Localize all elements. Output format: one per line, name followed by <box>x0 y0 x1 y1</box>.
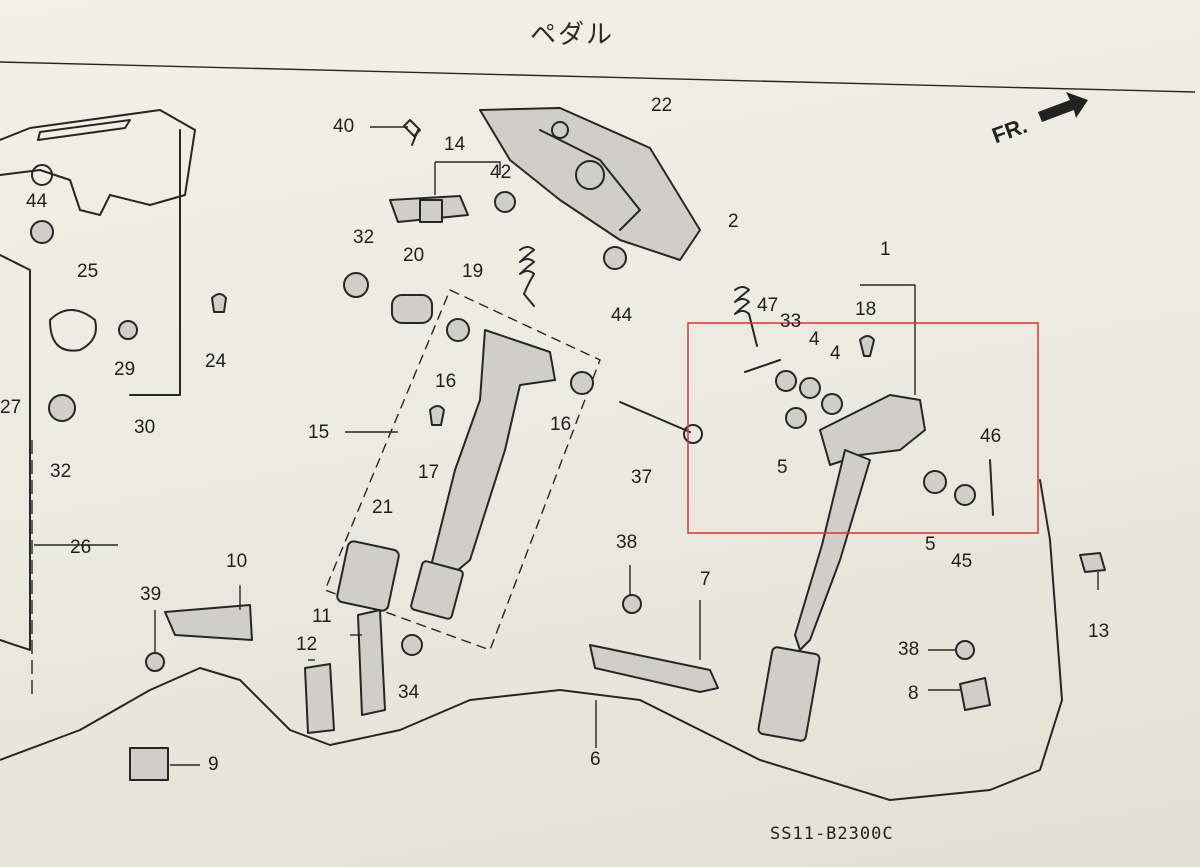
callout-16a: 16 <box>435 371 457 392</box>
bracket-left <box>0 109 196 396</box>
callout-26: 26 <box>70 537 92 558</box>
callout-44a: 44 <box>26 191 48 212</box>
nut-44 <box>603 246 627 270</box>
callout-10: 10 <box>226 551 248 572</box>
callout-39: 39 <box>140 584 162 605</box>
callout-2: 2 <box>728 211 739 232</box>
clip-9 <box>129 747 169 781</box>
bushing-20 <box>391 294 433 324</box>
pin-47 <box>744 359 781 373</box>
callout-20: 20 <box>403 245 425 266</box>
bracket-12 <box>304 663 335 734</box>
bolt-38-upper <box>622 594 642 614</box>
pedal-pad-21 <box>336 540 400 612</box>
callout-33: 33 <box>780 311 802 332</box>
callout-11: 11 <box>312 606 332 627</box>
callout-17: 17 <box>418 462 440 483</box>
clip-13 <box>1079 552 1106 573</box>
bracket-11 <box>357 609 386 716</box>
callout-32a: 32 <box>50 461 72 482</box>
page-title: ペダル <box>530 19 615 49</box>
spring-2 <box>734 286 758 347</box>
callout-12: 12 <box>296 634 318 655</box>
brake-pedal-arm <box>410 318 594 620</box>
callout-6: 6 <box>590 749 601 770</box>
callout-4a: 4 <box>809 329 820 350</box>
pedal-group-outline <box>324 289 601 651</box>
callout-45: 45 <box>951 551 973 572</box>
upper-pedal-bracket <box>479 107 701 261</box>
callout-30: 30 <box>134 417 156 438</box>
callout-47: 47 <box>757 295 779 316</box>
nut-32 <box>343 272 369 298</box>
callout-25: 25 <box>77 261 99 282</box>
callout-44b: 44 <box>611 305 633 326</box>
callout-4b: 4 <box>830 343 841 364</box>
callout-1: 1 <box>880 239 891 260</box>
callout-32b: 32 <box>353 227 375 248</box>
bushing-5-right <box>923 470 947 494</box>
diagram-code: SS11-B2300C <box>770 824 894 844</box>
throttle-cable-6 <box>0 479 1063 801</box>
callout-22: 22 <box>651 95 673 116</box>
callout-5a: 5 <box>777 457 788 478</box>
callout-38b: 38 <box>898 639 920 660</box>
callout-14: 14 <box>444 134 466 155</box>
bolt-39 <box>145 652 165 672</box>
callout-13: 13 <box>1088 621 1110 642</box>
callout-29: 29 <box>114 359 136 380</box>
left-small-parts <box>0 220 227 700</box>
callout-9: 9 <box>208 754 219 775</box>
callout-5b: 5 <box>925 534 936 555</box>
washer-45 <box>954 484 976 506</box>
pedal-switch <box>389 119 516 223</box>
callout-27: 27 <box>0 397 22 418</box>
callout-34: 34 <box>398 682 420 703</box>
callout-19: 19 <box>462 261 484 282</box>
callout-24: 24 <box>205 351 227 372</box>
bolt-37 <box>619 401 691 433</box>
cable-bracket-7 <box>589 644 719 693</box>
callout-8: 8 <box>908 683 919 704</box>
front-direction-arrow-icon <box>1038 92 1088 122</box>
leader-lines <box>34 126 1099 766</box>
highlight-box <box>687 322 1039 534</box>
return-spring-19 <box>519 246 535 307</box>
accelerator-pedal-assembly <box>757 335 926 742</box>
callout-18: 18 <box>855 299 877 320</box>
clip-8 <box>959 677 991 711</box>
pin-46 <box>989 459 994 516</box>
callout-40: 40 <box>333 116 355 137</box>
callout-38a: 38 <box>616 532 638 553</box>
callout-16b: 16 <box>550 414 572 435</box>
clip-34 <box>401 634 423 656</box>
sheet-border-top <box>0 61 1196 93</box>
callout-37: 37 <box>631 467 653 488</box>
callout-21: 21 <box>372 497 394 518</box>
callout-46: 46 <box>980 426 1002 447</box>
bracket-10 <box>164 604 253 641</box>
callout-42: 42 <box>490 162 512 183</box>
callout-7: 7 <box>700 569 711 590</box>
callout-15: 15 <box>308 422 330 443</box>
bolt-38-lower <box>955 640 975 660</box>
